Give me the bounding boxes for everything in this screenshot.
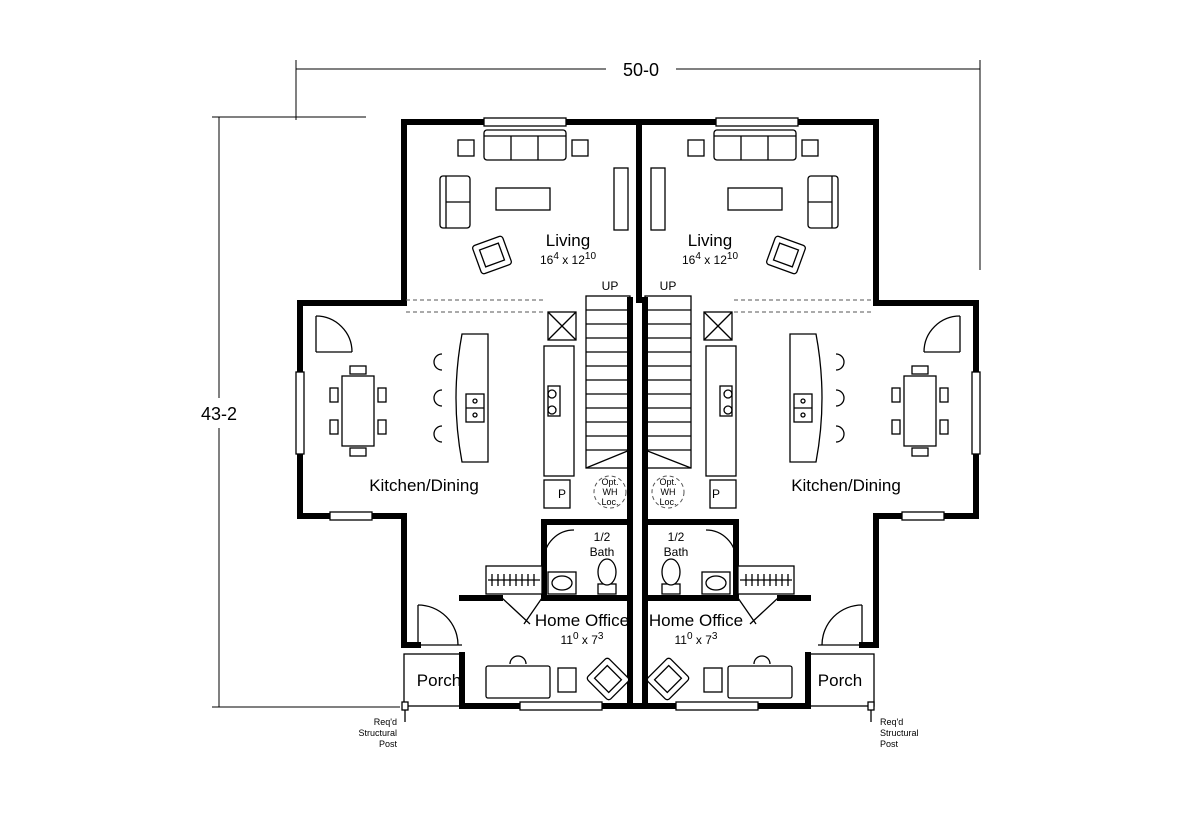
desk-icon [703, 655, 793, 699]
sofa-icon [713, 129, 797, 161]
stairs-up-label: UP [660, 279, 677, 293]
structural-post-icon [867, 701, 875, 711]
stairs-up-label: UP [602, 279, 619, 293]
living-room-label: Living [546, 231, 590, 250]
porch-label: Porch [818, 671, 862, 690]
width-dimension-label: 50-0 [623, 60, 659, 80]
coffee-table-icon [727, 187, 783, 211]
armchair-icon [472, 235, 512, 275]
home-office-size: 110 x 73 [561, 631, 604, 647]
sink-icon [547, 571, 577, 595]
half-bath-label: 1/2 [668, 530, 685, 544]
unit-right: Living 164 x 1210 [642, 129, 961, 749]
porch-label: Porch [417, 671, 461, 690]
svg-text:Opt.: Opt. [601, 477, 618, 487]
loveseat-icon [439, 175, 471, 229]
half-bath-label: 1/2 [594, 530, 611, 544]
coffee-table-icon [495, 187, 551, 211]
svg-text:Loc.: Loc. [659, 497, 676, 507]
living-room-size: 164 x 1210 [682, 251, 739, 267]
sofa-icon [483, 129, 567, 161]
porch-door-icon [818, 604, 863, 646]
svg-text:Opt.: Opt. [659, 477, 676, 487]
kitchen-counter-icon [705, 345, 737, 509]
half-bath-label-2: Bath [590, 545, 615, 559]
dining-table-icon [891, 365, 949, 457]
kitchen-island-icon [789, 333, 845, 463]
tv-console-icon [613, 167, 629, 231]
water-heater-icon: Opt. WH Loc. [593, 475, 627, 509]
home-office-label: Home Office [649, 611, 743, 630]
kitchen-dining-label: Kitchen/Dining [369, 476, 479, 495]
windows [295, 117, 981, 711]
closet-icon [485, 565, 543, 625]
bath-door-icon [543, 529, 575, 561]
tv-console-icon [650, 167, 666, 231]
toilet-icon [597, 558, 617, 595]
loveseat-icon [807, 175, 839, 229]
kitchen-dining-label: Kitchen/Dining [791, 476, 901, 495]
chimney-icon [547, 311, 577, 341]
entry-door-icon [923, 315, 961, 353]
half-bath-label-2: Bath [664, 545, 689, 559]
desk-icon [485, 655, 577, 699]
entry-door-icon [315, 315, 353, 353]
stairs-icon [585, 295, 631, 469]
svg-text:WH: WH [603, 487, 618, 497]
structural-post-label-3: Post [880, 739, 899, 749]
armchair-icon [766, 235, 806, 275]
structural-post-label: Req'd [374, 717, 397, 727]
svg-text:Loc.: Loc. [601, 497, 618, 507]
dining-table-icon [329, 365, 387, 457]
structural-post-icon [401, 701, 409, 711]
structural-post-label: Req'd [880, 717, 903, 727]
kitchen-counter-icon [543, 345, 575, 509]
end-table-icon [687, 139, 705, 157]
depth-dimension: 43-2 [201, 116, 400, 708]
water-heater-icon: Opt. WH Loc. [651, 475, 685, 509]
pantry-label: P [712, 487, 720, 501]
end-table-icon [457, 139, 475, 157]
unit-left: Living 164 x 1210 [315, 129, 633, 749]
kitchen-island-icon [433, 333, 489, 463]
structural-post-label-3: Post [379, 739, 398, 749]
pantry-label: P [558, 487, 566, 501]
structural-post-label-2: Structural [880, 728, 919, 738]
living-room-label: Living [688, 231, 732, 250]
home-office-size: 110 x 73 [675, 631, 718, 647]
end-table-icon [571, 139, 589, 157]
bath-door-icon [705, 529, 737, 561]
sink-icon [701, 571, 731, 595]
chimney-icon [703, 311, 733, 341]
office-chair-icon [646, 657, 690, 701]
end-table-icon [801, 139, 819, 157]
stairs-icon [644, 295, 692, 469]
structural-post-label-2: Structural [358, 728, 397, 738]
home-office-label: Home Office [535, 611, 629, 630]
living-room-size: 164 x 1210 [540, 251, 597, 267]
depth-dimension-label: 43-2 [201, 404, 237, 424]
toilet-icon [661, 558, 681, 595]
porch-door-icon [417, 604, 462, 646]
office-chair-icon [586, 657, 630, 701]
width-dimension: 50-0 [295, 60, 981, 270]
exterior-walls [297, 119, 979, 709]
closet-icon [737, 565, 795, 625]
svg-text:WH: WH [661, 487, 676, 497]
